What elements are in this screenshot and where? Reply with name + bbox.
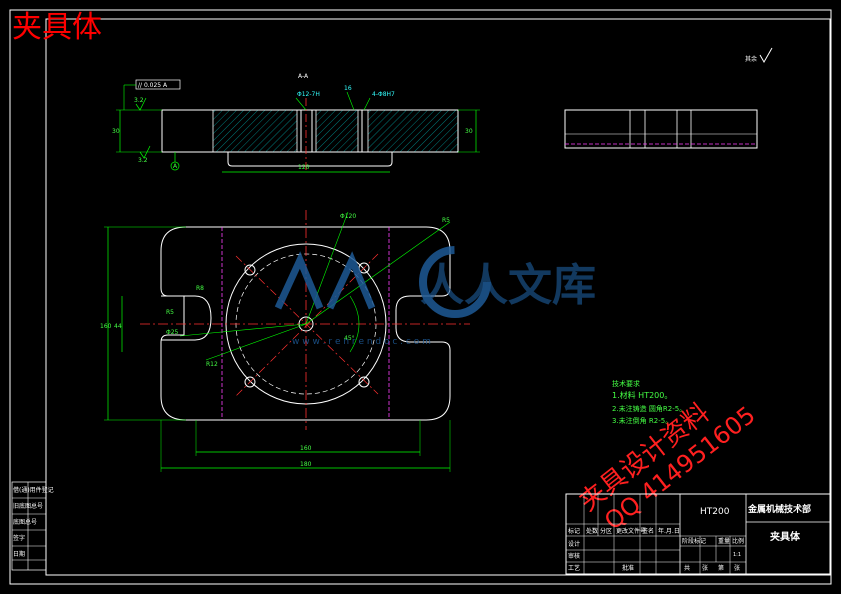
- section-view: A-A 30 30 120 // 0.025 A: [112, 73, 480, 173]
- plan-left-slot: [161, 295, 212, 341]
- tb-left-1: 设计: [568, 540, 580, 548]
- tech-note-2: 2.未注铸造 圆角R2-5。: [612, 404, 686, 413]
- leader-pcd: [305, 211, 349, 325]
- strip-item-4: 签字: [13, 534, 25, 542]
- hole-a-leader: [295, 97, 307, 111]
- inner-frame: [45, 18, 831, 576]
- leader-slot: [179, 323, 307, 337]
- roughness-a-text: 3.2: [134, 97, 144, 104]
- watermark-swirl-icon: [419, 246, 491, 318]
- tech-note-1: 1.材料 HT200。: [612, 390, 672, 400]
- outer-frame: [9, 9, 832, 585]
- tb-label-5: 签名: [642, 527, 654, 535]
- tb-label-2: 处数: [586, 527, 598, 535]
- hole-b-leader: [346, 91, 355, 111]
- left-dim-1: R8: [196, 285, 204, 292]
- corner-title: 夹具体: [12, 10, 102, 45]
- dim-bottom-text: 120: [298, 164, 310, 171]
- tb-left-2: 审核: [568, 552, 580, 560]
- parallelism-frame: [135, 79, 181, 90]
- roughness-a-icon: [135, 97, 147, 111]
- bolt-hole-br: [358, 376, 370, 388]
- strip-item-1: 借(通)用件登记: [13, 486, 54, 494]
- tb-material: HT200: [700, 507, 730, 517]
- watermark: 人人文库 w w w . r e n r e n d o c . c o m: [274, 246, 596, 347]
- tb-label-6: 年.月.日: [658, 527, 680, 535]
- tech-note-3: 3.未注倒角 R2-5。: [612, 416, 672, 425]
- section-hatch-left: [212, 109, 298, 153]
- section-label: A-A: [298, 73, 309, 80]
- hole-a-text: Φ12-7H: [297, 91, 320, 98]
- datum-text: A: [173, 163, 178, 170]
- dim-right-text: 30: [465, 128, 473, 135]
- slot-text: Φ25: [166, 329, 179, 336]
- tb-bottom-2: 张: [702, 564, 708, 572]
- tb-approve: 批准: [622, 564, 634, 572]
- section-hatch-mid: [315, 109, 359, 153]
- dim-left-text: 30: [112, 128, 120, 135]
- hole-c-leader: [363, 97, 371, 111]
- tech-notes-heading: 技术要求: [612, 379, 640, 388]
- bolt-hole-tl: [244, 264, 256, 276]
- strip-item-2: 旧底图总号: [13, 502, 43, 510]
- dim-height-overall-text: 160: [100, 323, 112, 330]
- dim-width-overall-text: 180: [300, 461, 312, 468]
- tb-stage-1: 阶段标记: [682, 537, 706, 545]
- left-dim-3: R5: [166, 309, 174, 316]
- title-block: HT200 金属机械技术部 夹具体 1:1 标记 处数 分区 更改文件号 签名 …: [565, 493, 831, 575]
- dim-height-inner-text: 44: [114, 323, 122, 330]
- watermark-brand: 人人文库: [420, 260, 596, 311]
- section-hatch-right: [367, 109, 459, 153]
- left-dim-2: R12: [206, 361, 218, 368]
- title-block-frame: [565, 493, 831, 575]
- radius-text: R5: [442, 217, 450, 224]
- hole-b-text: 16: [344, 85, 352, 92]
- leader-angle: [205, 323, 307, 361]
- tb-label-4: 更改文件号: [616, 527, 646, 535]
- tb-stage-2: 重量: [718, 537, 730, 545]
- tb-company: 金属机械技术部: [747, 503, 811, 515]
- side-view-body: [564, 109, 758, 149]
- hole-c-text: 4-Φ8H7: [372, 91, 395, 98]
- tb-part-name: 夹具体: [770, 530, 801, 543]
- side-strip-frame: [11, 481, 47, 571]
- parallelism-text: // 0.025 A: [138, 82, 168, 89]
- section-bottom-boss: [227, 152, 393, 167]
- roughness-note-text: 其余: [745, 55, 757, 63]
- plan-diag-2: [235, 253, 379, 397]
- side-strip: 借(通)用件登记 旧底图总号 底图总号 签字 日期: [11, 481, 54, 571]
- tech-notes: 技术要求 1.材料 HT200。 2.未注铸造 圆角R2-5。 3.未注倒角 R…: [612, 379, 686, 425]
- tb-stage-3: 比例: [732, 537, 744, 545]
- tb-bottom-4: 张: [734, 564, 740, 572]
- tb-bottom-3: 第: [718, 564, 724, 572]
- watermark-logo-icon: [274, 251, 376, 310]
- strip-item-5: 日期: [13, 550, 25, 558]
- strip-item-3: 底图总号: [13, 518, 37, 526]
- watermark-url: w w w . r e n r e n d o c . c o m: [292, 337, 431, 347]
- dim-width-inner-text: 160: [300, 445, 312, 452]
- bolt-hole-bl: [244, 376, 256, 388]
- side-view: [564, 109, 758, 149]
- tb-scale: 1:1: [733, 552, 741, 558]
- tb-left-3: 工艺: [568, 564, 580, 572]
- roughness-note: 其余: [745, 47, 773, 64]
- roughness-symbol-icon: [759, 47, 773, 64]
- tb-bottom-1: 共: [684, 564, 690, 572]
- tb-label-1: 标记: [568, 527, 580, 535]
- roughness-b-text: 3.2: [138, 157, 148, 164]
- angle-text: 45°: [344, 335, 355, 342]
- angle-arc: [349, 295, 360, 353]
- tb-label-3: 分区: [600, 527, 612, 535]
- roughness-b-icon: [139, 145, 151, 159]
- pcd-text: Φ120: [340, 213, 356, 220]
